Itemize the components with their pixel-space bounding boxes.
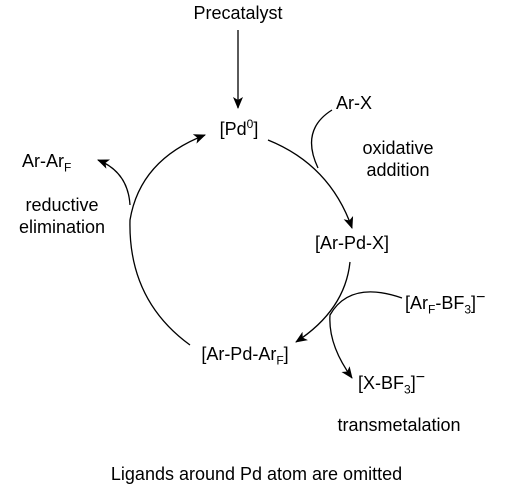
arfbf3-sub2: 3 <box>464 302 472 317</box>
reductive-line1: reductive <box>25 195 99 215</box>
arpdarf-label: [Ar-Pd-ArF] <box>180 343 310 368</box>
xbf3-main: [X-BF <box>358 373 405 393</box>
arfbf3-entry-curve <box>329 291 403 379</box>
arfbf3-charge: − <box>476 289 486 306</box>
arpdarf-main: [Ar-Pd-Ar <box>201 344 277 364</box>
oxidative-line2: addition <box>366 160 430 180</box>
caption-text: Ligands around Pd atom are omitted <box>110 464 403 484</box>
arfbf3-open: [Ar <box>405 293 429 313</box>
product-exit-curve <box>97 159 131 206</box>
arfbf3-label: [ArF-BF3]− <box>405 289 486 317</box>
arpdarf-close: ] <box>283 344 289 364</box>
oxidative-addition-label: oxidative addition <box>342 137 454 181</box>
product-main: Ar-Ar <box>22 151 64 171</box>
pd0-main: [Pd <box>219 119 247 139</box>
product-label: Ar-ArF <box>22 150 72 175</box>
transmetalation-text: transmetalation <box>337 415 461 435</box>
precatalyst-text: Precatalyst <box>193 3 283 23</box>
xbf3-label: [X-BF3]− <box>358 369 426 397</box>
pd0-label: [Pd0] <box>206 118 272 140</box>
arfbf3-mid: -BF <box>435 293 465 313</box>
reductive-elimination-label: reductive elimination <box>0 194 124 238</box>
arpdx-text: [Ar-Pd-X] <box>314 233 389 253</box>
xbf3-charge: − <box>415 369 426 386</box>
oxidative-line1: oxidative <box>362 138 434 158</box>
reductive-line2: elimination <box>18 217 106 237</box>
pd0-sup: 0 <box>246 117 254 131</box>
transmetalation-label: transmetalation <box>316 414 482 436</box>
arx-label: Ar-X <box>336 92 372 114</box>
xbf3-close: ] <box>410 373 416 393</box>
arfbf3-close: ] <box>471 293 477 313</box>
arx-text: Ar-X <box>336 93 372 113</box>
arpdarf-sub: F <box>276 353 284 368</box>
pd0-close: ] <box>253 119 259 139</box>
transmetalation-arc <box>295 261 351 343</box>
arx-entry-curve <box>310 109 333 169</box>
xbf3-sub: 3 <box>404 382 411 397</box>
caption: Ligands around Pd atom are omitted <box>0 463 513 485</box>
arfbf3-sub1: F <box>428 302 436 317</box>
reductive-elimination-arc <box>129 134 206 346</box>
oxidative-addition-arc <box>267 139 354 229</box>
arpdx-label: [Ar-Pd-X] <box>302 232 402 254</box>
precatalyst-label: Precatalyst <box>182 2 294 24</box>
product-sub: F <box>64 160 72 175</box>
